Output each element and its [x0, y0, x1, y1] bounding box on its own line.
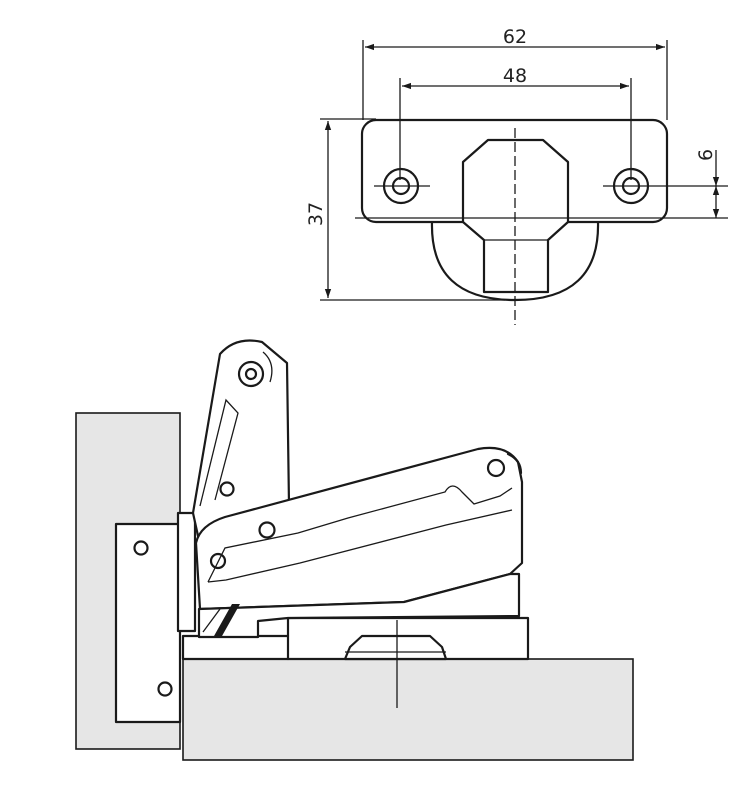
- cabinet-panel: [182, 658, 634, 761]
- dim-label-offset: 6: [695, 149, 717, 161]
- dim-label-hole-spacing: 48: [503, 65, 527, 87]
- dim-label-height: 37: [305, 202, 327, 226]
- dim-label-overall-width: 62: [503, 26, 527, 48]
- top-view: 62 48 37 6: [305, 26, 728, 325]
- side-view: [75, 339, 634, 761]
- spring-detail: [214, 604, 240, 636]
- hinge-cup: [114, 522, 182, 724]
